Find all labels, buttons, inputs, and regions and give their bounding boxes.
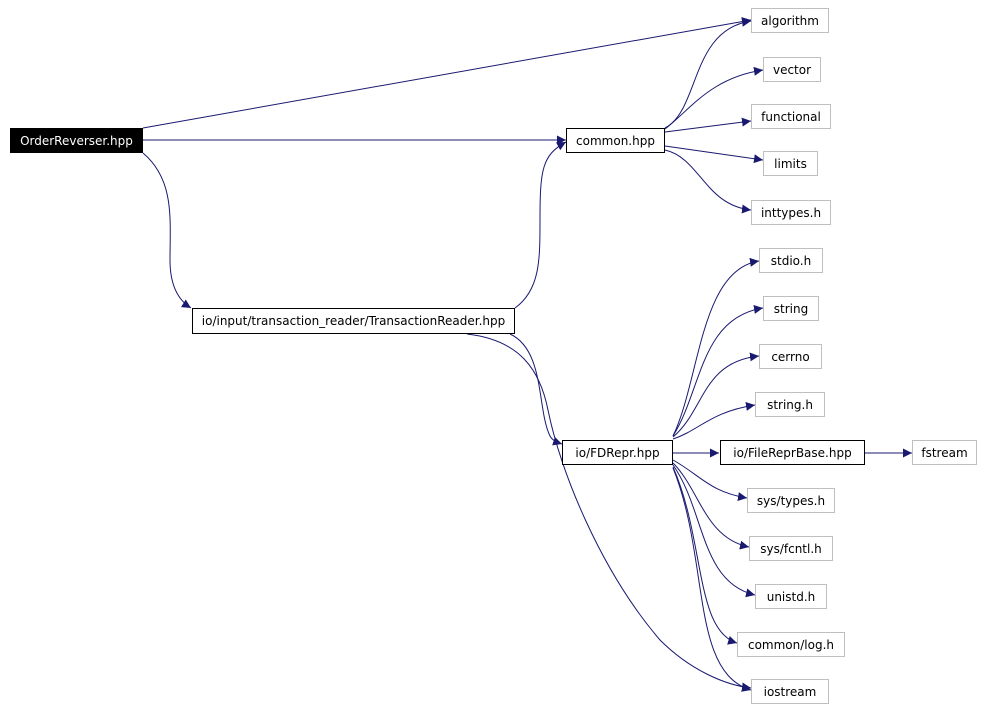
edge-fdrepr-unistd xyxy=(672,464,756,598)
edge-fdrepr-string xyxy=(672,304,764,437)
node-fstream[interactable]: fstream xyxy=(912,440,977,465)
edge-common-algorithm xyxy=(664,17,752,129)
node-inttypes[interactable]: inttypes.h xyxy=(751,200,831,225)
edge-orderreverser-algorithm xyxy=(142,17,752,129)
node-commonlog[interactable]: common/log.h xyxy=(737,632,845,657)
edge-common-inttypes xyxy=(664,149,752,214)
edge-fdrepr-stdio xyxy=(672,257,760,437)
node-filereprbase[interactable]: io/FileReprBase.hpp xyxy=(720,440,865,465)
edge-transactionreader-fdrepr xyxy=(509,333,563,446)
node-orderreverser[interactable]: OrderReverser.hpp xyxy=(10,128,143,153)
edge-fdrepr-sysfcntl xyxy=(672,462,750,550)
node-algorithm[interactable]: algorithm xyxy=(751,8,829,33)
node-iostream[interactable]: iostream xyxy=(751,679,829,704)
node-systypes[interactable]: sys/types.h xyxy=(747,488,835,513)
node-stdio[interactable]: stdio.h xyxy=(759,248,823,273)
node-stringh[interactable]: string.h xyxy=(755,392,825,417)
node-sysfcntl[interactable]: sys/fcntl.h xyxy=(749,536,833,561)
edge-transactionreader-iostream xyxy=(466,333,752,692)
edge-fdrepr-systypes xyxy=(672,459,748,501)
edge-orderreverser-transactionreader xyxy=(142,152,192,309)
node-common[interactable]: common.hpp xyxy=(566,128,665,153)
node-transactionreader[interactable]: io/input/transaction_reader/TransactionR… xyxy=(192,308,515,334)
node-string[interactable]: string xyxy=(763,296,819,321)
node-unistd[interactable]: unistd.h xyxy=(755,584,827,609)
node-fdrepr[interactable]: io/FDRepr.hpp xyxy=(562,440,673,465)
edge-fdrepr-iostream xyxy=(672,467,752,692)
edge-fdrepr-commonlog xyxy=(672,466,738,645)
edge-fdrepr-cerrno xyxy=(672,352,760,438)
node-functional[interactable]: functional xyxy=(751,104,831,129)
edge-transactionreader-common xyxy=(514,141,567,309)
edge-common-limits xyxy=(664,145,764,164)
edge-common-functional xyxy=(664,117,752,133)
node-vector[interactable]: vector xyxy=(763,57,821,82)
edge-fdrepr-stringh xyxy=(672,401,756,440)
edge-common-vector xyxy=(664,66,764,130)
node-cerrno[interactable]: cerrno xyxy=(759,344,822,369)
node-limits[interactable]: limits xyxy=(763,151,818,176)
